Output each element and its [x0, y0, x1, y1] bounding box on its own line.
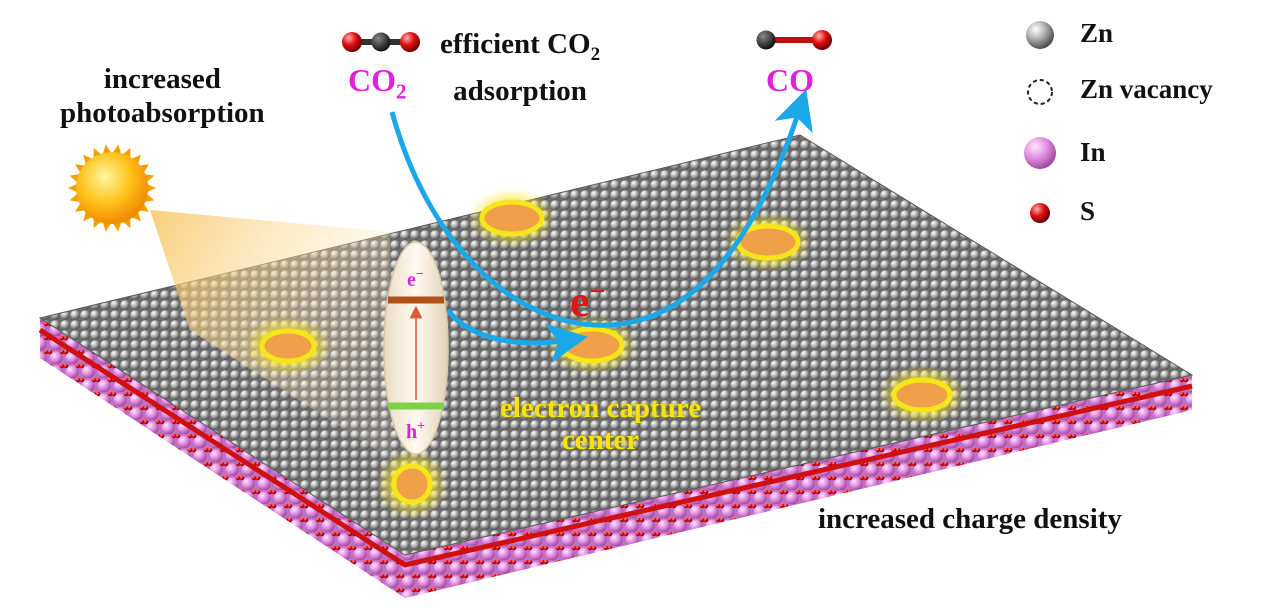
vacancy-site: [468, 188, 556, 248]
adsorption-line-2: adsorption: [453, 74, 587, 107]
photoabsorption-line-1: increased: [103, 63, 221, 95]
vacancy-site: [244, 316, 332, 376]
co2-molecule-icon: [342, 32, 420, 52]
legend-zn-label: Zn: [1080, 18, 1114, 48]
band-electron-label: e−: [407, 267, 424, 291]
charge-density-label: increased charge density: [818, 503, 1122, 535]
band-hole-label: h+: [406, 419, 425, 443]
electron-label: e−: [570, 276, 606, 326]
adsorption-label: efficient CO2 adsorption: [440, 26, 600, 109]
legend-in-label: In: [1080, 137, 1106, 167]
zn-legend-icon: [1026, 21, 1054, 49]
slab-sulfur-edge: [38, 327, 1193, 568]
zn-vacancy-legend-icon: [1027, 79, 1053, 105]
vacancy-site: [376, 448, 448, 520]
legend-zn-vacancy-label: Zn vacancy: [1080, 74, 1213, 104]
vacancy-site: [878, 365, 966, 425]
in-legend-icon: [1024, 137, 1056, 169]
capture-line-1: electron capture: [500, 392, 702, 424]
zn-vacancy-sites: [244, 188, 966, 520]
co-molecule-icon: [756, 30, 832, 50]
capture-line-2: center: [561, 424, 640, 456]
capture-center-label: electron capture center: [500, 392, 701, 456]
co2-label: CO2: [348, 62, 407, 104]
band-structure: e− h+: [383, 241, 449, 455]
photoabsorption-line-2: photoabsorption: [60, 97, 265, 129]
photoabsorption-label: increased photoabsorption: [60, 62, 265, 130]
sun-icon: [68, 144, 156, 232]
s-legend-icon: [1030, 203, 1050, 223]
co2-to-co-arrow: [389, 88, 813, 328]
electron-transfer-arrow: [445, 308, 588, 364]
legend-s-label: S: [1080, 196, 1096, 226]
adsorption-line-1: efficient CO2: [440, 28, 601, 65]
co-label: CO: [766, 62, 814, 98]
